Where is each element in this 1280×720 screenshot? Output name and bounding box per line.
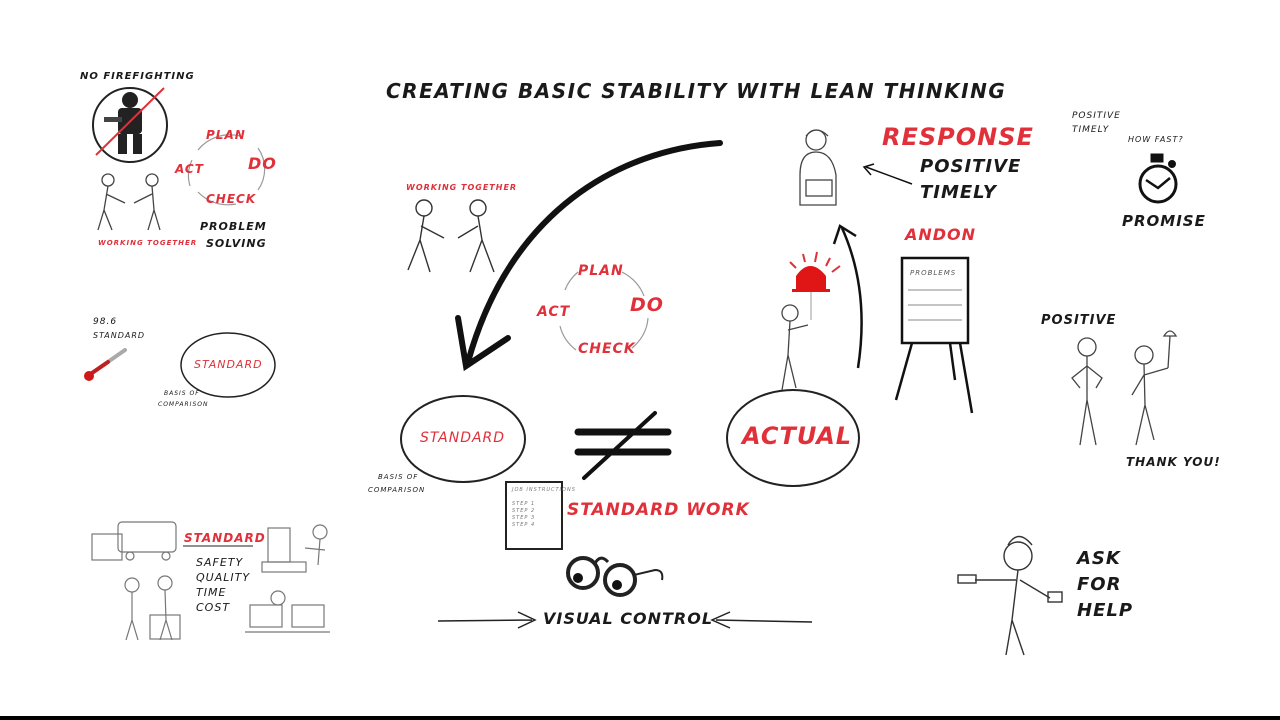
handshake-figures-icon: [97, 173, 161, 231]
andon-label: ANDON: [905, 225, 977, 244]
visual-control-arrows-icon: [437, 611, 813, 629]
basis-center-line-1: BASIS OF: [378, 473, 419, 481]
basis-line-1: BASIS OF: [164, 390, 200, 397]
thermometer-icon: [84, 348, 127, 381]
basis-of-comparison-center: BASIS OF COMPARISON: [368, 471, 425, 497]
thank-you-figure-icon: [1131, 330, 1178, 446]
promise-label: PROMISE: [1122, 212, 1206, 230]
pdca-check-center: CHECK: [578, 341, 636, 357]
pdca-cycle-arrows-left: [187, 134, 266, 206]
pdca-act-center: ACT: [537, 304, 571, 320]
pdca-plan-center: PLAN: [578, 263, 624, 279]
small-timely: TIMELY: [1072, 125, 1110, 135]
dimension-quality: QUALITY: [196, 571, 251, 584]
pdca-act-left: ACT: [175, 162, 204, 176]
no-firefighting-icon: [92, 87, 168, 163]
thermometer-value: 98.6: [93, 317, 118, 327]
standard-left-bottom-label: STANDARD: [184, 531, 266, 545]
visual-control-label: VISUAL CONTROL: [543, 609, 714, 628]
actual-bubble-label: ACTUAL: [742, 422, 853, 450]
working-together-center-label: WORKING TOGETHER: [406, 183, 518, 192]
glasses-icon: [566, 556, 664, 597]
response-positive: POSITIVE: [920, 156, 1022, 177]
stopwatch-icon: [1138, 153, 1178, 204]
thank-you-label: THANK YOU!: [1126, 455, 1221, 469]
pdca-plan-left: PLAN: [206, 128, 246, 142]
response-timely: TIMELY: [920, 182, 997, 203]
thermometer-standard-label: STANDARD: [93, 331, 146, 340]
andon-board-icon: [894, 256, 974, 414]
basis-of-comparison-left: BASIS OF COMPARISON: [158, 388, 208, 410]
positive-timely-small: POSITIVE TIMELY: [1072, 109, 1121, 137]
standard-work-sheet-icon: [505, 481, 563, 550]
basis-line-2: COMPARISON: [158, 401, 209, 408]
positive-label: POSITIVE: [1041, 313, 1117, 328]
confused-figure-icon: [957, 535, 1063, 656]
pdca-cycle-arrows-center: [559, 271, 649, 351]
pdca-check-left: CHECK: [206, 192, 257, 206]
dimension-safety: SAFETY: [196, 556, 244, 569]
problem-solving-label: PROBLEM SOLVING: [200, 218, 267, 252]
work-step-4: STEP 4: [512, 522, 536, 528]
handshake-figures-center-icon: [407, 199, 495, 273]
pdca-do-center: DO: [630, 294, 664, 316]
dimension-cost: COST: [196, 601, 231, 614]
not-equal-icon: [574, 411, 672, 480]
work-step-1: STEP 1: [512, 501, 536, 507]
bottom-border-bar: [0, 716, 1280, 720]
basis-center-line-2: COMPARISON: [368, 486, 426, 494]
work-sheet-content: JOB INSTRUCTIONS STEP 1 STEP 2 STEP 3 ST…: [512, 487, 576, 529]
standard-dimensions-list: SAFETY QUALITY TIME COST: [196, 555, 250, 615]
pdca-do-left: DO: [248, 154, 277, 173]
response-label: RESPONSE: [882, 123, 1034, 151]
work-step-3: STEP 3: [512, 515, 536, 521]
page-title: CREATING BASIC STABILITY WITH LEAN THINK…: [386, 79, 1007, 103]
work-step-2: STEP 2: [512, 508, 536, 514]
workplace-sketches-icon: [91, 521, 330, 641]
upward-curved-arrow-icon: [832, 224, 863, 369]
dimension-time: TIME: [196, 586, 227, 599]
standard-bubble-left-label: STANDARD: [194, 358, 263, 371]
positive-figure-icon: [1071, 337, 1103, 446]
problem-solving-line-2: SOLVING: [206, 237, 267, 250]
no-firefighting-label: NO FIREFIGHTING: [80, 71, 195, 82]
actual-bubble-outline: [726, 389, 860, 487]
problem-solving-line-1: PROBLEM: [200, 220, 267, 233]
small-positive: POSITIVE: [1072, 111, 1121, 121]
andon-light-icon: [789, 251, 841, 320]
response-qualities: POSITIVE TIMELY: [920, 154, 1021, 206]
big-curved-arrow-icon: [455, 140, 723, 372]
working-together-left-label: WORKING TOGETHER: [98, 239, 198, 247]
help-line: HELP: [1077, 600, 1134, 621]
ask-for-help-label: ASK FOR HELP: [1077, 546, 1133, 624]
standard-work-label: STANDARD WORK: [567, 500, 750, 520]
ask-line: ASK: [1077, 548, 1121, 569]
standard-bubble-center-label: STANDARD: [420, 430, 506, 446]
standard-bubble-center-outline: [400, 395, 526, 483]
pointer-arrow-icon: [862, 163, 913, 185]
work-sheet-header: JOB INSTRUCTIONS: [512, 487, 576, 493]
supervisor-figure-icon: [799, 129, 837, 206]
standard-bubble-left-outline: [180, 332, 276, 398]
for-line: FOR: [1077, 574, 1122, 595]
andon-board-header: PROBLEMS: [910, 269, 957, 277]
how-fast-label: HOW FAST?: [1128, 135, 1184, 144]
worker-figure-icon: [781, 304, 809, 391]
